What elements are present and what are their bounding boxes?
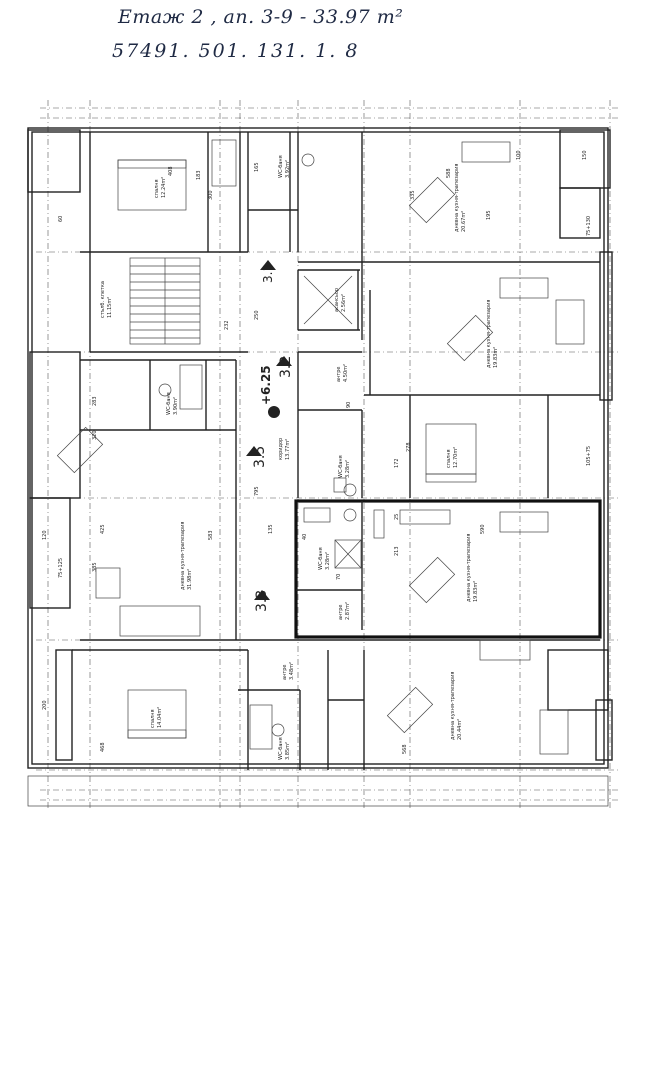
dim-label: 105+75 [586,446,592,466]
dim-label: 90 [346,402,352,408]
room-name-living-left: дневна кухня-трапезария [180,522,186,590]
dim-label: 300 [208,190,214,200]
room-name-entry-low: антре [282,665,288,681]
room-name-storage-mid: антре [336,367,342,383]
axis-label-3-5: 3.5 [252,446,268,468]
axis-label-3-2: 3.2 [278,356,294,378]
dim-label: 583 [208,530,214,540]
outer-walls [27,127,613,807]
room-area-bath-highlight: 3.28m² [325,552,331,570]
dim-label: 425 [100,524,106,534]
room-area-entry-highlight: 2.87m² [345,602,351,620]
room-name-dining-bottom-right: дневна кухня-трапезария [450,672,456,740]
dim-label: 100 [516,150,522,160]
room-name-shaft: асансьор [334,288,340,312]
dim-label: 150 [582,150,588,160]
room-area-bath-top: 3.92m² [285,160,291,178]
furniture-sofas [95,141,585,755]
room-area-bath-left: 3.90m² [173,397,179,415]
room-name-corridor: коридор [278,438,284,460]
elevator-shaft [303,275,353,325]
dim-label: 75+125 [58,558,64,578]
room-area-bedroom-bottom: 14.04m² [157,707,163,728]
dim-label: 590 [480,524,486,534]
dim-label: 795 [254,486,260,496]
room-name-bedroom-top: спалня [154,179,160,198]
room-area-corridor: 13.77m² [285,439,291,460]
dim-label: 135 [268,524,274,534]
room-name-bath-mid: WC-баня [338,455,344,478]
dim-label: 195 [486,210,492,220]
room-name-entry-highlight: антре [338,605,344,621]
dim-label: 320 [92,430,98,440]
dim-label: 213 [394,546,400,556]
room-name-dining-top-right: дневна кухня-трапезария [454,164,460,232]
dim-label: 25 [394,514,400,520]
staircase [129,257,201,345]
room-area-bath-mid: 3.28m² [345,460,351,478]
dim-label: 183 [196,170,202,180]
dim-label: 120 [42,530,48,540]
room-area-bath-bottom: 3.85m² [285,742,291,760]
dim-label: 70 [336,574,342,580]
room-name-bedroom-right: спалня [446,449,452,468]
bathroom-fixtures [158,139,357,750]
room-area-dining-highlight: 19.83m² [473,581,479,602]
room-area-bedroom-top: 12.24m² [161,177,167,198]
room-name-dining-highlight: дневна кухня-трапезария [466,534,472,602]
interior-walls [72,132,600,770]
dim-label: 468 [100,742,106,752]
furniture-bedrooms [117,159,477,739]
dim-label: 60 [58,216,64,222]
room-area-living-left: 31.98m² [187,569,193,590]
room-area-dining-top-right: 20.67m² [461,211,467,232]
room-area-dining-mid-right: 19.83m² [493,347,499,368]
handwritten-apartment-note: Етаж 2 , ап. 3-9 - 33.97 m² [118,6,404,28]
room-area-storage-mid: 4.50m² [343,364,349,382]
room-name-bath-left: WC-баня [166,392,172,415]
room-name-bath-bottom: WC-баня [278,737,284,760]
dim-label: 278 [406,442,412,452]
dim-label: 588 [446,168,452,178]
room-name-bath-highlight: WC-баня [318,547,324,570]
dim-label: 200 [42,700,48,710]
dim-label: 172 [394,458,400,468]
room-name-bath-top: WC-баня [278,155,284,178]
dim-label: 385 [92,562,98,572]
room-area-bedroom-right: 12.70m² [453,447,459,468]
dim-label: 568 [402,744,408,754]
level-arrows [246,260,292,600]
room-area-dining-bottom-right: 20.44m² [457,719,463,740]
axis-label-3-3: 3.3 [254,590,270,612]
dim-label: 232 [224,320,230,330]
elevation-label: +6.25 [259,365,273,405]
highlighted-apartment-outline [294,499,602,639]
room-area-shaft: 2.56m² [341,294,347,312]
room-area-stairwell: 11.15m² [107,297,113,318]
dim-label: 283 [92,396,98,406]
dim-label: 75+130 [586,216,592,236]
highlighted-apartment-walls [296,501,451,630]
handwritten-cadastral-id: 57491. 501. 131. 1. 8 [112,40,360,62]
room-name-bedroom-bottom: спалня [150,709,156,728]
room-name-stairwell: стълб. клетка [100,281,106,318]
furniture-dining-sets [56,176,494,734]
room-name-dining-mid-right: дневна кухня-трапезария [486,300,492,368]
dim-label: 40 [302,534,308,540]
dim-label: 408 [168,166,174,176]
room-area-entry-low: 3.48m² [289,662,295,680]
dim-label: 165 [254,162,260,172]
axis-label-3-1: 3.1 [261,264,275,283]
dim-label: 250 [254,310,260,320]
dim-label: 335 [410,190,416,200]
